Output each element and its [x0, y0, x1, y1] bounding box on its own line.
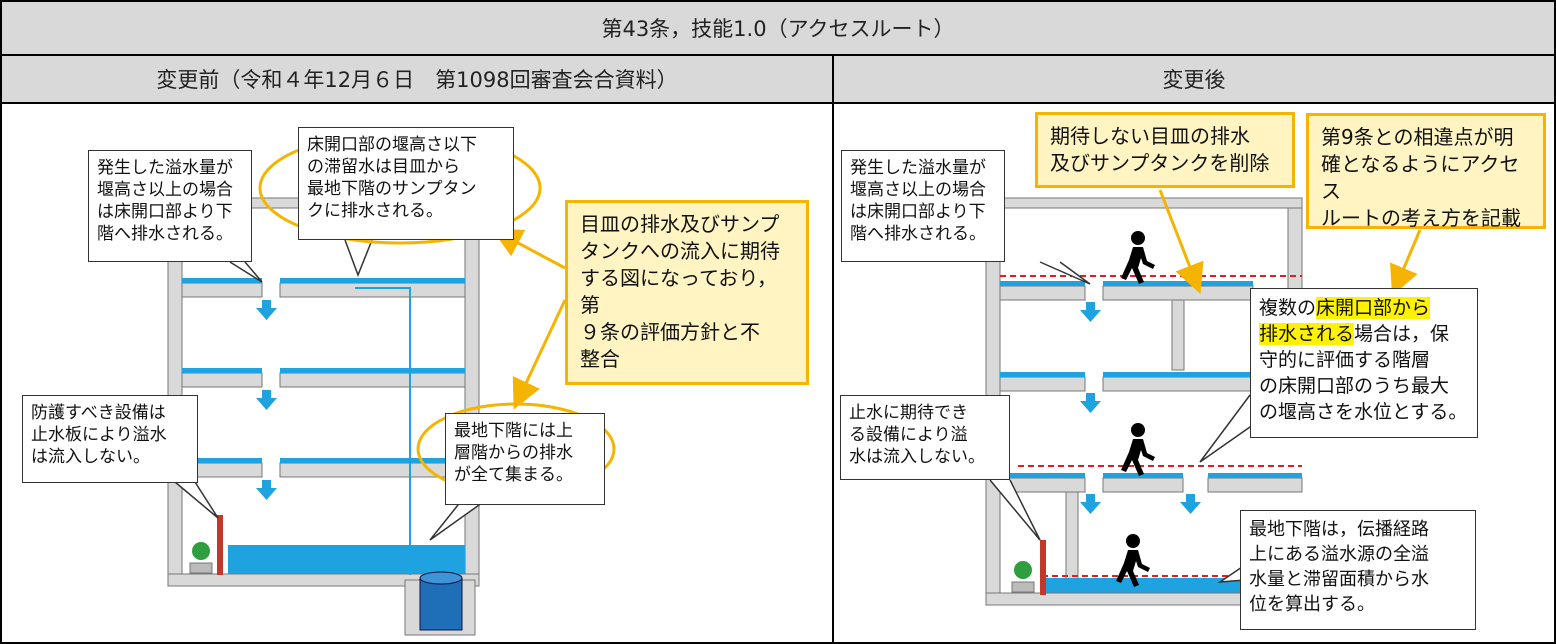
before-inconsistency-note: 目皿の排水及びサンプ タンクへの流入に期待 する図になっており，第 ９条の評価方…	[565, 200, 809, 385]
after-multiple-openings-callout: 複数の床開口部から 排水される場合は，保 守的に評価する階層 の床開口部のうち最…	[1250, 288, 1478, 438]
after-stop-water-callout: 止水に期待でき る設備により溢 水は流入しない。	[840, 395, 1010, 480]
after-clarification-note: 第9条との相違点が明 確となるようにアクセス ルートの考え方を記載	[1306, 113, 1546, 230]
after-building	[985, 189, 1422, 606]
after-overflow-callout: 発生した溢水量が 堰高さ以上の場合 は床開口部より下 階へ排水される。	[841, 150, 1005, 262]
multi-callout-pre: 複数の	[1259, 297, 1317, 319]
walking-person-icon	[1121, 423, 1155, 476]
before-header-label: 変更前（令和４年12月６日 第1098回審査会合資料）	[156, 68, 678, 92]
before-retained-water-callout: 床開口部の堰高さ以下 の滞留水は目皿から 最地下階のサンプタン クに排水される。	[298, 127, 514, 240]
after-lowest-floor-callout: 最地下階は，伝播経路 上にある溢水源の全溢 水量と滞留面積から水 位を算出する。	[1240, 510, 1476, 630]
multi-callout-post: 場合は，保 守的に評価する階層 の床開口部のうち最大 の堰高さを水位とする。	[1259, 323, 1468, 423]
after-deletion-note: 期待しない目皿の排水 及びサンプタンクを削除	[1035, 112, 1295, 188]
walking-person-icon	[1116, 534, 1150, 587]
before-protection-callout: 防護すべき設備は 止水板により溢水 は流入しない。	[22, 395, 198, 483]
before-overflow-callout: 発生した溢水量が 堰高さ以上の場合 は床開口部より下 階へ排水される。	[88, 150, 252, 262]
after-header: 変更後	[832, 54, 1556, 104]
article-title-bar: 第43条，技能1.0（アクセスルート）	[0, 0, 1556, 56]
after-header-label: 変更後	[1162, 68, 1226, 92]
walking-person-icon	[1121, 231, 1155, 284]
before-lowest-floor-callout: 最地下階には上 層階からの排水 が全て集まる。	[445, 413, 605, 505]
article-title: 第43条，技能1.0（アクセスルート）	[601, 17, 955, 41]
